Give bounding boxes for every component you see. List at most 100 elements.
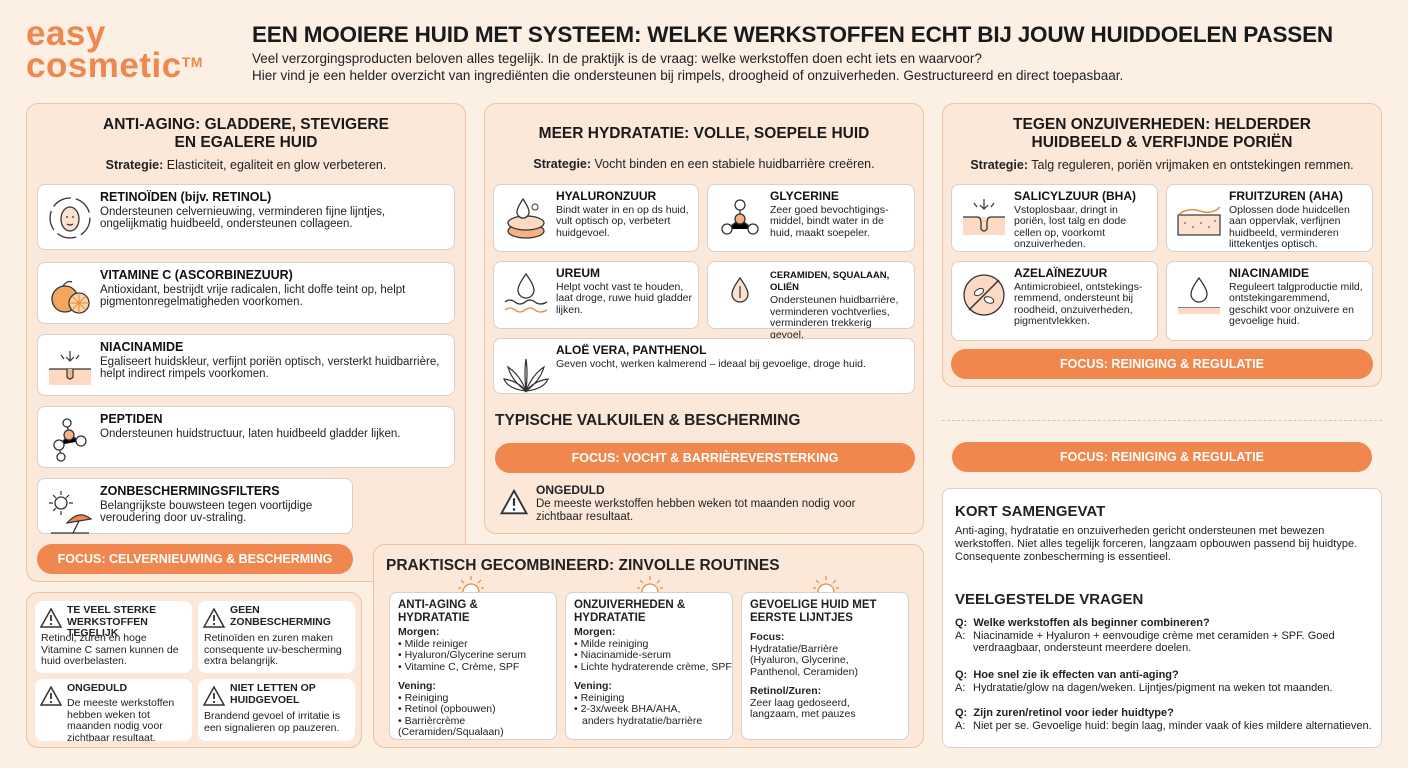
- routine-step: (Hyaluron, Glycerine,: [750, 654, 849, 666]
- routine-title: ANTI-AGING & HYDRATATIE: [398, 599, 478, 624]
- divider: [942, 420, 1382, 421]
- ingredient-title: UREUM: [556, 266, 600, 280]
- aloe-icon: [503, 358, 549, 393]
- ingredient-desc: Helpt vocht vast te houden, laat droge, …: [556, 280, 693, 316]
- hydration-warning-title: ONGEDULD: [536, 483, 605, 497]
- ingredient-desc: Belangrijkste bouwsteen tegen voortijdig…: [100, 499, 313, 525]
- a-label: A:: [955, 629, 966, 642]
- a-label: A:: [955, 719, 966, 732]
- warning-title: TE VEEL STERKE WERKSTOFFEN TEGELIJK: [67, 604, 157, 639]
- routine-step: • Lichte hydraterende crème, SPF: [574, 660, 732, 673]
- ingredient-desc: Egaliseert huidskleur, verfijnt poriën o…: [100, 355, 440, 381]
- skin-surface-icon: [1177, 206, 1221, 236]
- faq-item: Q: Zijn zuren/retinol voor ieder huidtyp…: [955, 707, 1375, 732]
- warning-card: TE VEEL STERKE WERKSTOFFEN TEGELIJK Reti…: [35, 601, 192, 673]
- intro-line-2: Hier vind je een helder overzicht van in…: [252, 68, 1124, 83]
- routine-step: Hydratatie/Barrière: [750, 642, 839, 655]
- skin-layer-icon: [49, 351, 91, 385]
- pore-icon: [963, 199, 1005, 235]
- routine-step: langzaam, met pauzes: [750, 708, 856, 720]
- hydration-title: MEER HYDRATATIE: VOLLE, SOEPELE HUID: [538, 125, 870, 142]
- routine-step: • Vitamine C, Crème, SPF: [398, 660, 520, 673]
- faq-question: Zijn zuren/retinol voor ieder huidtype?: [973, 707, 1174, 719]
- sun-umbrella-icon: [49, 491, 93, 534]
- summary-faq-box: KORT SAMENGEVAT Anti-aging, hydratatie e…: [942, 488, 1382, 748]
- ingredient-title: NIACINAMIDE: [1229, 266, 1309, 280]
- ingredient-desc: Oplossen dode huidcellen aan oppervlak, …: [1229, 203, 1350, 250]
- hydration-focus-pill: FOCUS: VOCHT & BARRIÈREVERSTERKING: [495, 443, 915, 473]
- routine-step: anders hydratatie/barrière: [582, 714, 703, 727]
- faq-answer: Hydratatie/glow na dagen/weken. Lijntjes…: [973, 681, 1333, 694]
- routine-step: • Niacinamide-serum: [574, 649, 672, 661]
- face-icon: [49, 197, 91, 239]
- droplet-layer-icon: [731, 276, 749, 303]
- routine-step: Panthenol, Ceramiden): [750, 665, 858, 678]
- impurities-strategy: Strategie: Talg reguleren, poriën vrijma…: [970, 158, 1354, 172]
- routine-section-label: Retinol/Zuren:: [750, 685, 822, 697]
- faq-title: VEELGESTELDE VRAGEN: [955, 591, 1144, 608]
- anti-aging-strategy: Strategie: Elasticiteit, egaliteit en gl…: [105, 158, 387, 172]
- faq-answer: Niacinamide + Hyaluron + eenvoudige crèm…: [973, 629, 1335, 655]
- q-label: Q:: [955, 617, 968, 629]
- ingredient-desc: Ondersteunen huidbarrière, verminderen v…: [770, 294, 899, 341]
- bacteria-icon: [963, 274, 1005, 316]
- pitfalls-title: TYPISCHE VALKUILEN & BESCHERMING: [495, 412, 801, 429]
- warning-title: NIET LETTEN OP HUIDGEVOEL: [230, 682, 316, 706]
- q-label: Q:: [955, 669, 968, 681]
- ingredient-title: CERAMIDEN, SQUALAAN, OLIËN: [770, 270, 890, 293]
- sun-icon: [637, 576, 663, 593]
- ingredient-desc: Zeer goed bevochtigings-middel, bindt wa…: [770, 203, 889, 239]
- warning-desc: De meeste werkstoffen hebben weken tot m…: [67, 697, 175, 744]
- ingredient-title: GLYCERINE: [770, 189, 839, 203]
- warning-desc: Retinol, zuren en hoge Vitamine C samen …: [41, 632, 179, 667]
- ingredient-title: FRUITZUREN (AHA): [1229, 189, 1343, 203]
- ingredient-title: ALOË VERA, PANTHENOL: [556, 343, 707, 357]
- warning-title: ONGEDULD: [67, 682, 128, 694]
- brand-tm: TM: [181, 54, 203, 70]
- brand-line2: cosmetic: [26, 46, 182, 85]
- ingredient-desc: Ondersteunen huidstructuur, laten huidbe…: [100, 427, 401, 440]
- droplet-wave-icon: [504, 272, 548, 313]
- hydration-warning-desc: De meeste werkstoffen hebben weken tot m…: [536, 498, 856, 523]
- warning-icon: [499, 488, 529, 515]
- routine-card: GEVOELIGE HUID MET EERSTE LIJNTJES Focus…: [741, 592, 909, 740]
- page-title: EEN MOOIERE HUID MET SYSTEEM: WELKE WERK…: [252, 22, 1333, 47]
- warning-icon: [202, 607, 226, 628]
- ingredient-title: ZONBESCHERMINGSFILTERS: [100, 484, 280, 498]
- warning-card: NIET LETTEN OP HUIDGEVOEL Brandend gevoe…: [198, 679, 355, 741]
- ingredient-title: AZELAÏNEZUUR: [1014, 266, 1108, 280]
- routine-step: • Reiniging: [398, 691, 449, 704]
- routine-step: • Milde reiniging: [574, 637, 649, 650]
- ingredient-desc: Reguleert talgproductie mild, ontsteking…: [1229, 280, 1363, 327]
- ingredient-title: PEPTIDEN: [100, 412, 163, 426]
- routine-card: ONZUIVERHEDEN & HYDRATATIE Morgen: • Mil…: [565, 592, 733, 740]
- routine-section-label: Vening:: [574, 680, 612, 692]
- warning-card: ONGEDULD De meeste werkstoffen hebben we…: [35, 679, 192, 744]
- impurities-focus-pill: FOCUS: REINIGING & REGULATIE: [951, 349, 1373, 379]
- molecule-icon: [721, 199, 759, 235]
- ingredient-card-bha: SALICYLZUUR (BHA)Vstoplosbaar, dringt in…: [951, 184, 1158, 252]
- warning-desc: Retinoïden en zuren maken consequente uv…: [204, 632, 342, 667]
- impurities-focus-pill-2: FOCUS: REINIGING & REGULATIE: [952, 442, 1372, 472]
- faq-answer: Niet per se. Gevoelige huid: begin laag,…: [973, 719, 1372, 732]
- summary-text: Anti-aging, hydratatie en onzuiverheden …: [955, 525, 1358, 563]
- sun-icon: [813, 576, 839, 593]
- ingredient-desc: Antimicrobieel, ontstekings-remmend, ond…: [1014, 280, 1143, 327]
- ingredient-title: NIACINAMIDE: [100, 340, 184, 354]
- routine-step: • Reiniging: [574, 691, 625, 704]
- ingredient-desc: Vstoplosbaar, dringt in poriën, lost tal…: [1014, 203, 1127, 250]
- routine-step: • Retinol (opbouwen): [398, 703, 496, 715]
- routine-step: • Barrièrcrème: [398, 714, 466, 727]
- a-label: A:: [955, 681, 966, 694]
- routine-title: GEVOELIGE HUID MET EERSTE LIJNTJES: [750, 599, 877, 624]
- ingredient-card-vitamin-c: VITAMINE C (ASCORBINEZUUR)Antioxidant, b…: [37, 262, 455, 324]
